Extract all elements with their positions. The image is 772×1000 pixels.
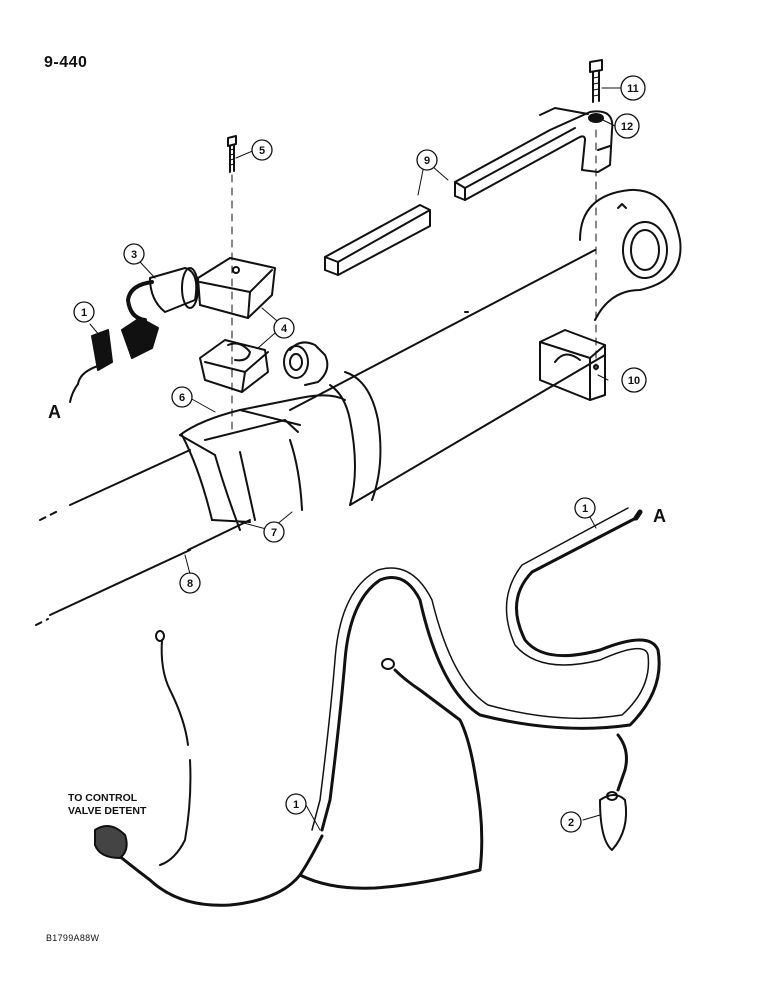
svg-text:4: 4 bbox=[281, 323, 288, 335]
callout-10: 10 bbox=[621, 367, 647, 393]
callout-12: 12 bbox=[614, 113, 640, 139]
callout-6: 6 bbox=[171, 386, 193, 408]
connector-letter-a-left: A bbox=[48, 402, 61, 422]
washer-12 bbox=[588, 113, 604, 123]
drawing-code: B1799A88W bbox=[46, 933, 100, 943]
svg-text:2: 2 bbox=[568, 817, 574, 829]
bolt-11 bbox=[589, 59, 603, 371]
svg-text:12: 12 bbox=[621, 121, 633, 133]
svg-text:11: 11 bbox=[627, 83, 639, 95]
mount-block-upper bbox=[197, 257, 276, 319]
callout-9: 9 bbox=[416, 149, 438, 171]
svg-text:10: 10 bbox=[628, 375, 640, 387]
clamp-band bbox=[179, 394, 346, 531]
callout-11: 11 bbox=[620, 75, 646, 101]
callout-7: 7 bbox=[263, 521, 285, 543]
callout-1-connector: 1 bbox=[73, 301, 95, 323]
svg-text:5: 5 bbox=[259, 145, 265, 157]
wiring-harness bbox=[94, 507, 661, 907]
sensor-3 bbox=[126, 267, 199, 322]
note-line-1: TO CONTROL bbox=[68, 792, 138, 804]
callout-3: 3 bbox=[123, 243, 145, 265]
guide-bar-right bbox=[454, 107, 614, 201]
control-valve-note: TO CONTROL VALVE DETENT bbox=[68, 792, 146, 818]
svg-text:1: 1 bbox=[293, 799, 299, 811]
note-line-2: VALVE DETENT bbox=[68, 805, 147, 817]
connector-letter-a-right: A bbox=[653, 506, 666, 526]
callout-1-harness-bottom: 1 bbox=[285, 793, 307, 815]
connector-plug bbox=[69, 317, 159, 403]
elbow-fitting bbox=[283, 341, 329, 386]
svg-text:9: 9 bbox=[424, 155, 430, 167]
callout-2: 2 bbox=[560, 811, 582, 833]
page-number: 9-440 bbox=[44, 54, 88, 71]
mount-block-lower bbox=[199, 339, 269, 393]
svg-text:3: 3 bbox=[131, 249, 137, 261]
guide-bar-left bbox=[324, 204, 431, 276]
callout-4: 4 bbox=[273, 317, 295, 339]
svg-text:1: 1 bbox=[582, 503, 588, 515]
saddle-10 bbox=[539, 329, 606, 401]
svg-text:1: 1 bbox=[81, 307, 87, 319]
svg-text:7: 7 bbox=[271, 527, 277, 539]
svg-text:8: 8 bbox=[187, 578, 193, 590]
callout-1-harness-top: 1 bbox=[574, 497, 596, 519]
cylinder-tube bbox=[35, 188, 682, 626]
bolt-5 bbox=[227, 135, 237, 431]
callout-8: 8 bbox=[179, 572, 201, 594]
svg-text:6: 6 bbox=[179, 392, 185, 404]
callout-5: 5 bbox=[251, 139, 273, 161]
